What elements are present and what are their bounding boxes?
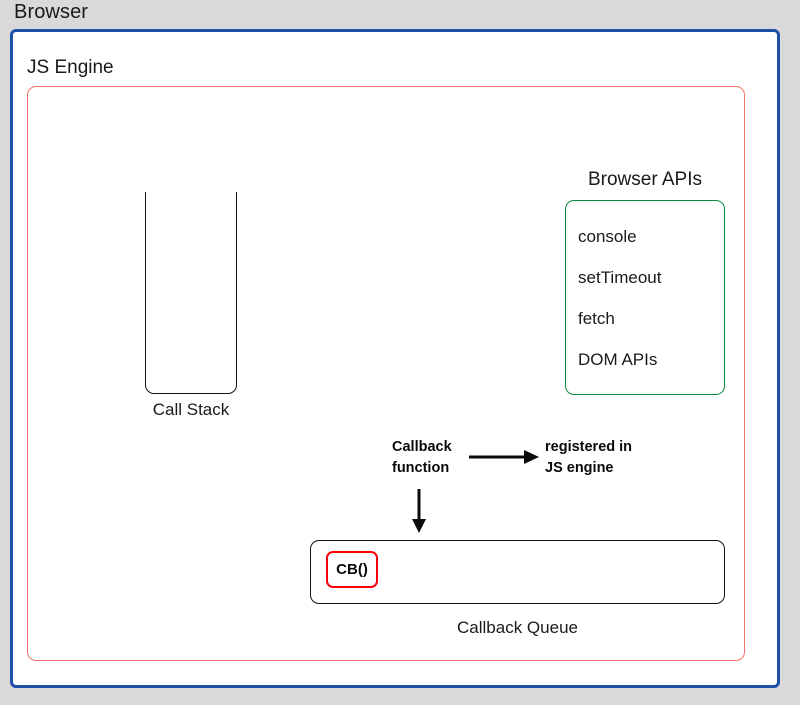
browser-apis-title: Browser APIs: [587, 169, 703, 190]
callback-queue-label: Callback Queue: [457, 618, 578, 637]
callback-function-label: Callback function: [392, 437, 468, 479]
registered-line1: registered in: [545, 439, 633, 455]
browser-api-item-fetch: fetch: [578, 308, 615, 328]
callback-function-line1: Callback: [392, 439, 452, 455]
call-stack-label: Call Stack: [152, 400, 230, 419]
call-stack-shape: [145, 192, 237, 394]
callback-function-line2: function: [392, 460, 450, 477]
arrow-down-icon: [412, 489, 426, 533]
callback-queue-box: [310, 540, 725, 604]
browser-api-item-console: console: [578, 226, 637, 246]
browser-api-item-dom-apis: DOM APIs: [578, 349, 658, 369]
registered-in-js-engine-label: registered in JS engine: [545, 437, 665, 479]
browser-api-item-settimeout: setTimeout: [578, 267, 662, 287]
arrow-right-icon: [469, 450, 539, 464]
registered-line2: JS engine: [545, 460, 614, 477]
browser-apis-box: console setTimeout fetch DOM APIs: [565, 200, 725, 395]
callback-queue-item-cb[interactable]: CB(): [326, 551, 378, 588]
js-engine-container: [27, 86, 745, 661]
js-engine-label: JS Engine: [27, 57, 114, 78]
browser-label: Browser: [14, 1, 89, 23]
